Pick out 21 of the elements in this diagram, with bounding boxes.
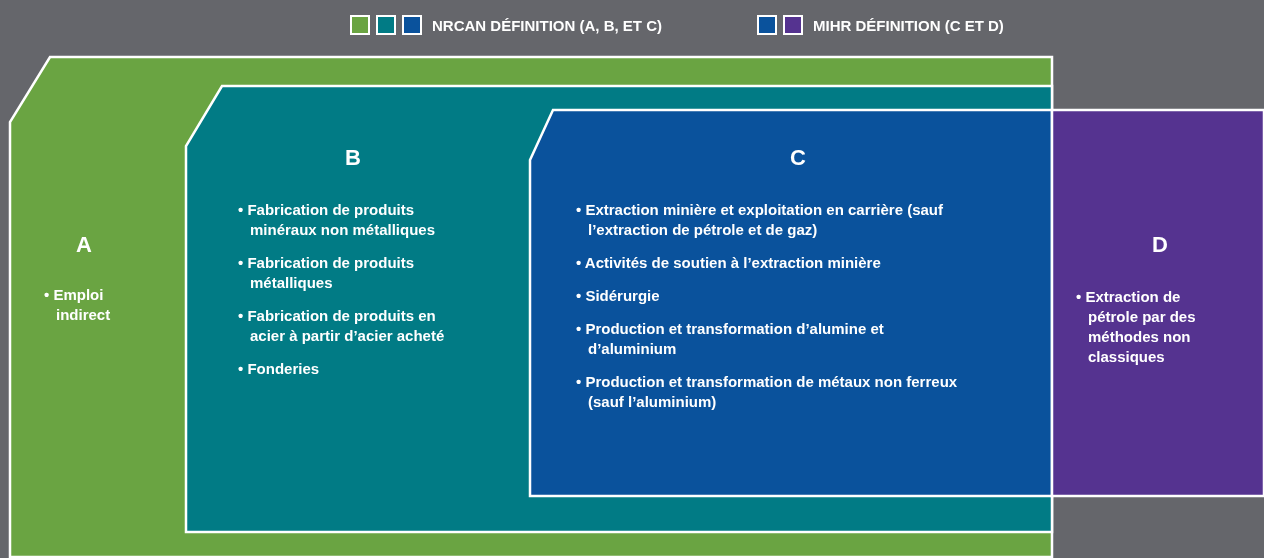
legend-label: MIHR DÉFINITION (C ET D) [813, 16, 1004, 34]
bullet-item: • Fabrication de produits métalliques [238, 253, 416, 293]
category-letter: A [75, 232, 93, 258]
category-letter: D [1151, 232, 1169, 258]
bullet-item: • Activités de soutien à l’extraction minière [576, 253, 882, 273]
category-panel [186, 86, 1052, 532]
bullet-item: • Fabrication de produits minéraux non métalliques [238, 200, 437, 240]
category-panel [1052, 110, 1264, 496]
bullet-item: • Extraction minière et exploitation en carrière (sauf l’extraction de pétrole et de gaz) [576, 200, 945, 240]
bullet-item: • Production et transformation de métaux non ferreux (sauf l’aluminium) [576, 372, 959, 412]
bullet-item: • Fonderies [238, 359, 321, 379]
bullet-item: • Fabrication de produits en acier à partir d’acier acheté [238, 306, 446, 346]
category-letter: C [789, 145, 807, 171]
bullet-item: • Production et transformation d’alumine et d’aluminium [576, 319, 885, 359]
category-panel [530, 110, 1052, 496]
category-panel [10, 57, 1052, 557]
bullet-item: • Sidérurgie [576, 286, 661, 306]
bullet-item: • Extraction de pétrole par des méthodes non classiques [1076, 287, 1197, 367]
bullet-item: • Emploi indirect [44, 285, 112, 325]
category-letter: B [344, 145, 362, 171]
legend-label: NRCAN DÉFINITION (A, B, ET C) [432, 16, 662, 34]
